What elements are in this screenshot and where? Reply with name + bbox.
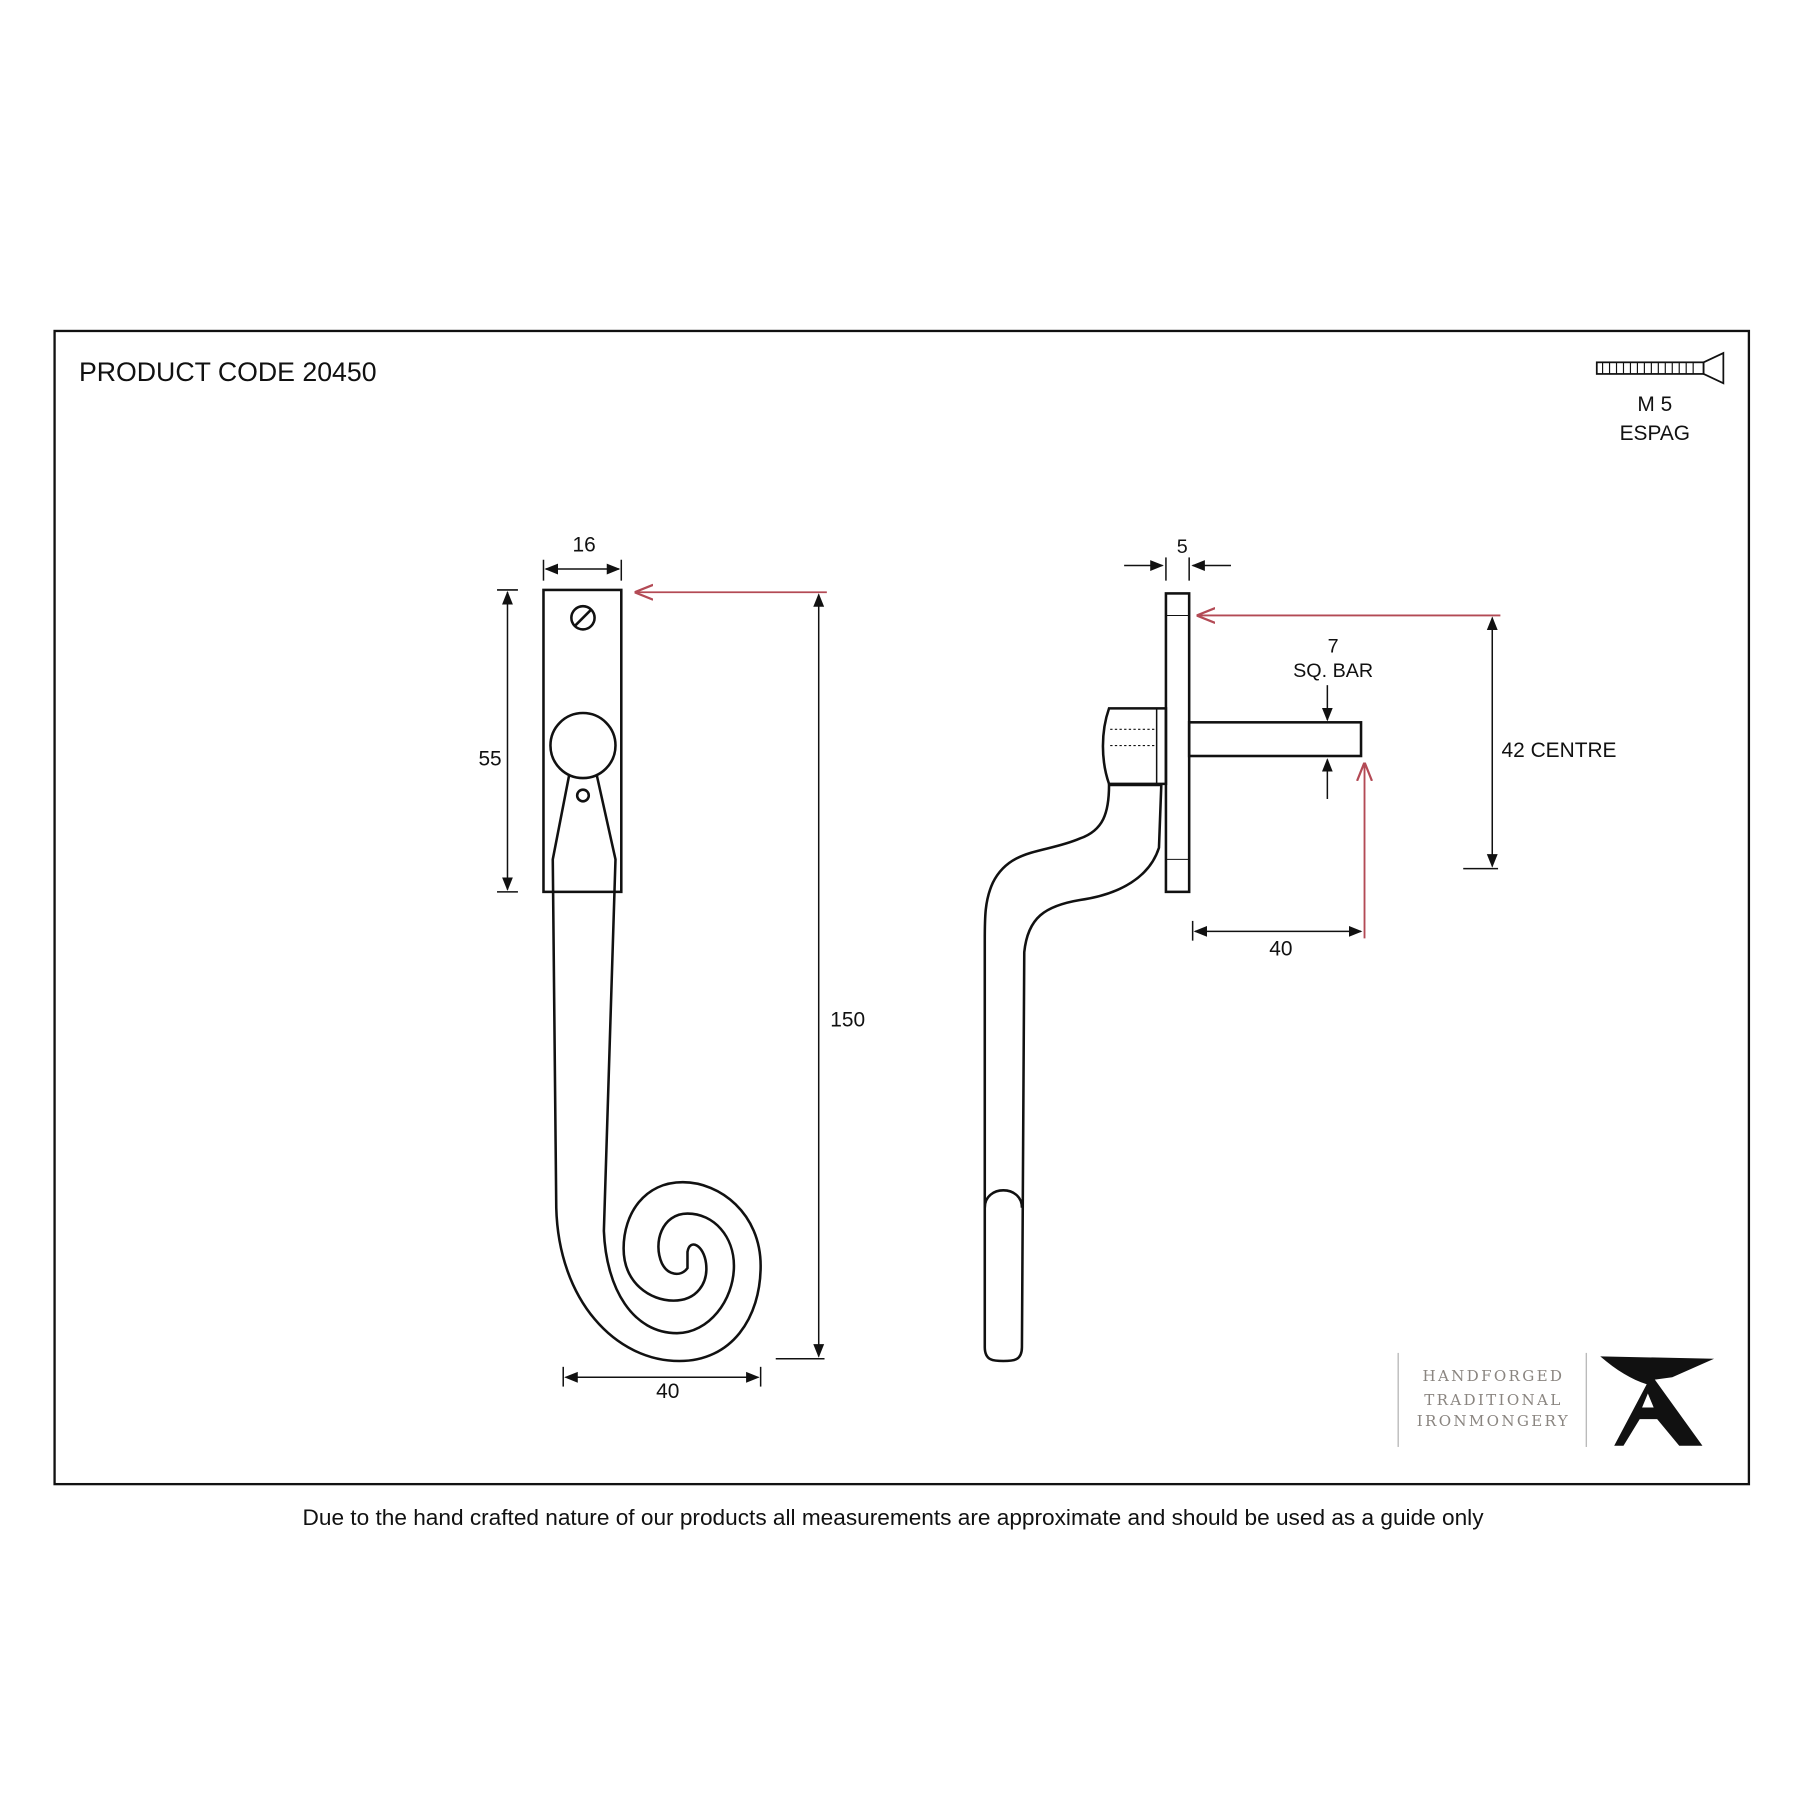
product-code: PRODUCT CODE 20450 (79, 357, 377, 387)
side-view-handle (983, 592, 1363, 1363)
dimension-plate-thickness (1124, 557, 1231, 581)
svg-text:IRONMONGERY: IRONMONGERY (1417, 1412, 1570, 1430)
disclaimer: Due to the hand crafted nature of our pr… (303, 1505, 1485, 1530)
svg-text:TRADITIONAL: TRADITIONAL (1424, 1391, 1562, 1409)
centre-label: 42 CENTRE (1502, 739, 1617, 762)
plate-thickness-label: 5 (1177, 536, 1188, 558)
overall-height-label: 150 (830, 1009, 865, 1032)
drawing-frame (53, 329, 1751, 1486)
dimension-overall-height (636, 592, 827, 1360)
bar-size-number: 7 (1328, 636, 1339, 658)
svg-text:HANDFORGED: HANDFORGED (1422, 1367, 1564, 1385)
spiral-width-label: 40 (656, 1380, 679, 1403)
dimension-plate-height (497, 589, 518, 893)
brand-logo: HANDFORGED TRADITIONAL IRONMONGERY (1397, 1352, 1715, 1447)
dimension-spiral-width (562, 1366, 762, 1387)
dimension-projection (1191, 764, 1365, 941)
bar-size-label: SQ. BAR (1293, 660, 1373, 682)
screw-icon (1595, 351, 1725, 385)
dimension-width (542, 559, 623, 581)
projection-label: 40 (1269, 938, 1292, 961)
fixing-type: ESPAG (1620, 422, 1690, 445)
front-view-handle (542, 588, 762, 1363)
dimension-centre (1198, 615, 1501, 870)
fixing-size: M 5 (1637, 393, 1672, 416)
anvil-icon (1600, 1356, 1715, 1446)
plate-height-label: 55 (478, 747, 501, 770)
width-label: 16 (573, 534, 596, 557)
